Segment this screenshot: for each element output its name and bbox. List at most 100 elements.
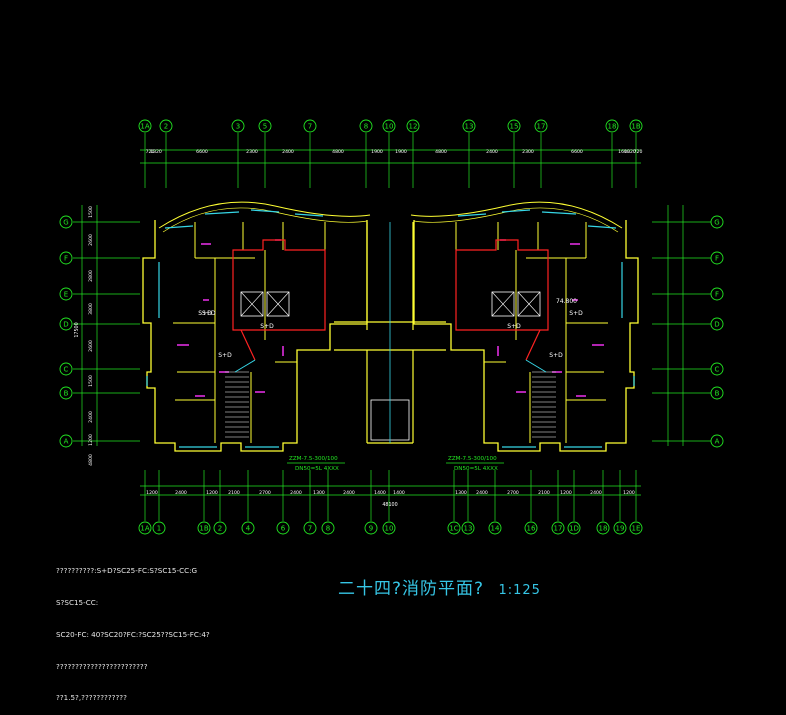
roof-curve <box>410 201 623 229</box>
dim-text-top: 1600 <box>618 149 630 155</box>
axis-bubble-right-circle <box>710 362 724 376</box>
dim-text-bottom: 2400 <box>343 490 355 496</box>
axis-bubble-right-label: D <box>714 321 719 329</box>
axis-bubble-bottom-circle <box>488 521 502 535</box>
window <box>587 225 617 229</box>
pipe-note: DN50=5L 4XXX <box>295 466 339 472</box>
elevator-cross <box>491 291 515 317</box>
axis-bubble-bottom-label: 1B <box>199 525 208 533</box>
axis-bubble-left-label: E <box>64 291 68 299</box>
axis-bubble-bottom-circle <box>629 521 643 535</box>
axis-bubble-left-circle <box>59 215 73 229</box>
title-scale: 1:125 <box>498 583 541 598</box>
dim-text-top: 6600 <box>196 149 208 155</box>
axis-bubble-bottom-circle <box>524 521 538 535</box>
elevator-shaft <box>491 291 515 317</box>
building-outline: S+DS+DS+DS+DS+DS+D <box>142 201 639 452</box>
axis-bubble-left-label: D <box>63 321 68 329</box>
axis-bubble-top-circle <box>231 119 245 133</box>
axis-bubble-bottom-circle <box>382 521 396 535</box>
dim-text-bottom: 2400 <box>476 490 488 496</box>
axis-bubble-bottom-circle <box>596 521 610 535</box>
fire-hose-label: S+D <box>507 323 521 330</box>
axis-bubble-top-circle <box>258 119 272 133</box>
dim-text-left: 2800 <box>88 270 94 282</box>
axis-bubble-right-circle <box>710 317 724 331</box>
axis-bubble-left-label: C <box>64 366 69 374</box>
axis-bubble-top-label: 15 <box>510 123 519 131</box>
axis-bubble-bottom-label: 6 <box>281 525 286 533</box>
axis-bubble-top-label: 8 <box>364 123 368 131</box>
dim-text-bottom: 1200 <box>146 490 158 496</box>
axis-bubble-bottom-circle <box>241 521 255 535</box>
window <box>250 209 280 213</box>
window <box>294 213 324 217</box>
dim-text-bottom: 2400 <box>290 490 302 496</box>
fire-pipe <box>525 329 541 361</box>
axis-bubble-left-label: B <box>64 390 69 398</box>
elevator-shaft <box>517 291 541 317</box>
axis-bubble-bottom-label: 2 <box>218 525 222 533</box>
dim-text-top: 6600 <box>571 149 583 155</box>
axis-bubble-top-label: 1A <box>140 123 149 131</box>
axis-bubble-top-circle <box>629 119 643 133</box>
dim-text-top: 720 <box>146 149 155 155</box>
axis-bubble-top-circle <box>359 119 373 133</box>
axis-bubble-top-circle <box>159 119 173 133</box>
axis-bubble-bottom-circle <box>276 521 290 535</box>
axis-bubble-left-circle <box>59 317 73 331</box>
dim-text-bottom: 1200 <box>560 490 572 496</box>
axis-bubble-top-circle <box>303 119 317 133</box>
dim-text-total-left: 17500 <box>74 322 80 337</box>
axis-bubble-bottom-label: 9 <box>369 525 373 533</box>
axis-bubble-right-circle <box>710 251 724 265</box>
dim-text-bottom: 1200 <box>206 490 218 496</box>
axis-bubble-left-circle <box>59 434 73 448</box>
dim-text-top: 1900 <box>395 149 407 155</box>
fire-compartment-outline <box>232 239 326 331</box>
axis-bubble-right-label: C <box>715 366 720 374</box>
axis-bubble-right-label: F <box>715 291 719 299</box>
axis-bubble-top-label: 18 <box>608 123 617 131</box>
dim-text-bottom: 2100 <box>228 490 240 496</box>
axis-bubble-bottom-label: 1C <box>449 525 458 533</box>
axis-bubble-bottom-circle <box>138 521 152 535</box>
axis-bubble-bottom-circle <box>321 521 335 535</box>
axis-bubble-left-circle <box>59 251 73 265</box>
note-line: ??1.5?,???????????? <box>56 693 127 703</box>
axis-bubble-top-label: 2 <box>164 123 168 131</box>
axis-bubble-bottom-label: 17 <box>554 525 563 533</box>
dim-text-left: 1200 <box>88 434 94 446</box>
axis-bubble-left-circle <box>59 386 73 400</box>
axis-bubble-right-circle <box>710 386 724 400</box>
dim-text-top: 2300 <box>522 149 534 155</box>
fire-pipe-branch <box>525 359 547 373</box>
elevator-cross <box>517 291 541 317</box>
axis-bubble-right-circle <box>710 215 724 229</box>
axis-bubble-bottom-label: 18 <box>599 525 608 533</box>
axis-bubble-left-label: F <box>64 255 68 263</box>
axis-bubble-bottom-circle <box>364 521 378 535</box>
dim-text-bottom: 2400 <box>175 490 187 496</box>
fire-hose-label: S+D <box>198 310 212 317</box>
roof-curve <box>158 201 371 229</box>
axis-bubble-top-label: 1B <box>631 123 640 131</box>
dim-text-top: 4800 <box>435 149 447 155</box>
axis-bubble-top-circle <box>406 119 420 133</box>
elevation-mark: 74.800 <box>556 298 577 305</box>
axis-bubble-left-label: A <box>64 438 69 446</box>
axis-bubble-bottom-label: 1D <box>569 525 579 533</box>
axis-bubble-top-label: 17 <box>537 123 546 131</box>
axis-bubble-bottom-label: 14 <box>491 525 500 533</box>
dim-text-top: 2400 <box>486 149 498 155</box>
axis-bubble-bottom-circle <box>461 521 475 535</box>
dim-text-top: 2400 <box>282 149 294 155</box>
axis-bubble-bottom-circle <box>303 521 317 535</box>
fire-compartment-outline <box>455 239 549 331</box>
dim-text-left: 4800 <box>88 454 94 466</box>
dim-text-bottom: 1400 <box>393 490 405 496</box>
fire-pipe <box>240 329 256 361</box>
